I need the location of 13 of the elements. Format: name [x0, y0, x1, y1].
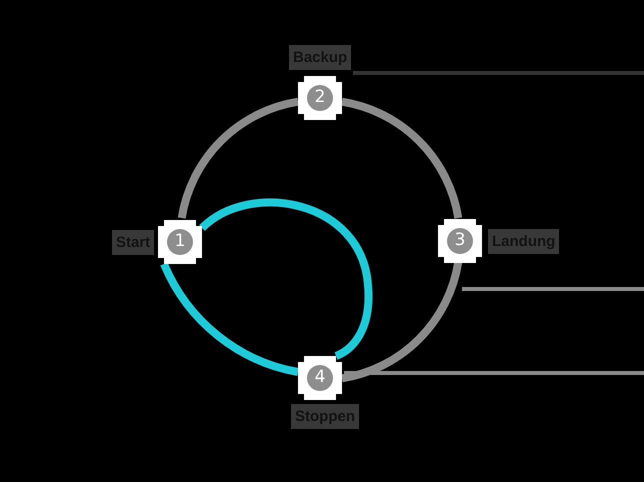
step-number: 1 [174, 231, 186, 253]
step-marker [298, 356, 342, 400]
connector-line [341, 98, 462, 219]
step-marker [298, 76, 342, 120]
connector-line [341, 261, 462, 382]
step-number: 2 [314, 87, 326, 109]
connector-line [178, 98, 299, 219]
step-number: 4 [314, 367, 326, 389]
step-marker [158, 220, 202, 264]
step-marker [438, 219, 482, 263]
step-number: 3 [454, 230, 466, 252]
connector-line [160, 262, 299, 376]
connector-line [200, 198, 372, 360]
